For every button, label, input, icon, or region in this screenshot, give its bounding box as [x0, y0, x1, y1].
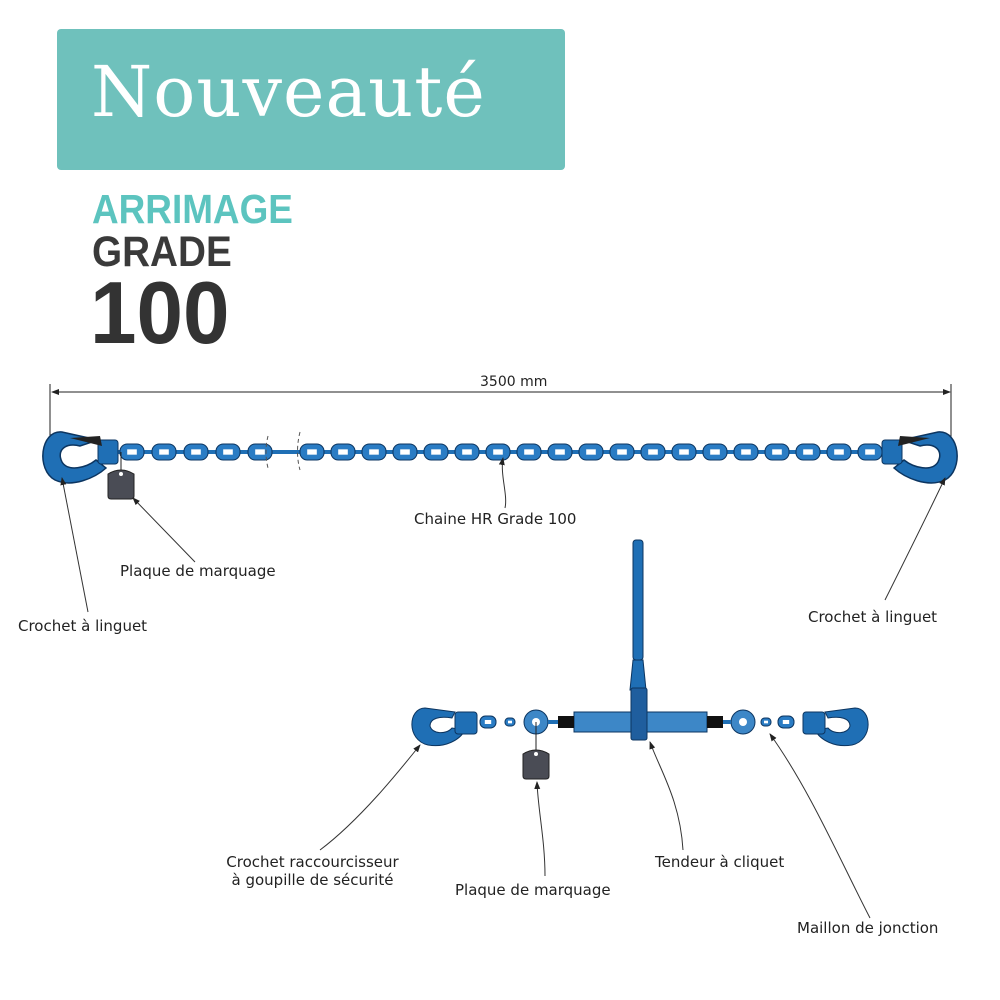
chain-break-mark	[265, 431, 301, 471]
heading-arrimage: ARRIMAGE	[92, 186, 293, 232]
chain-link-hole	[493, 449, 503, 455]
chain-link-hole	[127, 449, 137, 455]
chain-link-hole	[764, 720, 768, 724]
label-hook-right: Crochet à linguet	[808, 608, 938, 626]
marking-plate-top	[107, 452, 135, 500]
label-plate-bottom: Plaque de marquage	[455, 881, 611, 899]
heading-grade: GRADE	[92, 228, 232, 276]
ratchet-binder-assembly	[411, 539, 869, 780]
label-ratchet: Tendeur à cliquet	[655, 853, 785, 871]
chain-link-hole	[191, 449, 201, 455]
label-hook-left: Crochet à linguet	[18, 617, 148, 635]
new-product-banner: Nouveauté	[57, 29, 565, 170]
heading-100: 100	[90, 263, 230, 362]
label-chain: Chaine HR Grade 100	[414, 510, 577, 528]
label-shortening-hook: Crochet raccourcisseur à goupille de séc…	[215, 853, 410, 889]
chain-link-hole	[865, 449, 875, 455]
chain-link-hole	[679, 449, 689, 455]
chain-link-hole	[741, 449, 751, 455]
chain-grade-100	[118, 443, 890, 461]
leader-lines	[60, 457, 946, 919]
banner-title: Nouveauté	[91, 51, 486, 133]
chain-link-hole	[223, 449, 233, 455]
chain-link-hole	[159, 449, 169, 455]
label-connector: Maillon de jonction	[797, 919, 939, 937]
chain-link-hole	[524, 449, 534, 455]
chain-link-hole	[431, 449, 441, 455]
chain-link-hole	[586, 449, 596, 455]
label-plate-top: Plaque de marquage	[120, 562, 276, 580]
chain-link-hole	[508, 720, 512, 724]
chain-link-hole	[617, 449, 627, 455]
chain-link-hole	[834, 449, 844, 455]
chain-link-hole	[400, 449, 410, 455]
label-shortening-hook-line2: à goupille de sécurité	[231, 871, 394, 889]
marking-plate-bottom	[522, 749, 550, 780]
chain-link-hole	[462, 449, 472, 455]
chain-link-hole	[648, 449, 658, 455]
latch-hook-left	[42, 431, 119, 484]
ratchet-handle	[632, 539, 644, 661]
chain-link-hole	[338, 449, 348, 455]
chain-link-hole	[710, 449, 720, 455]
latch-hook-right	[881, 431, 958, 484]
chain-link-hole	[484, 720, 492, 724]
chain-link-hole	[555, 449, 565, 455]
chain-link-hole	[255, 449, 265, 455]
label-shortening-hook-line1: Crochet raccourcisseur	[226, 853, 399, 871]
chain-link-hole	[782, 720, 790, 724]
dimension-label: 3500 mm	[480, 374, 548, 390]
chain-link-hole	[772, 449, 782, 455]
chain-link-hole	[307, 449, 317, 455]
chain-link-hole	[369, 449, 379, 455]
dimension-line	[49, 384, 952, 440]
chain-link-hole	[803, 449, 813, 455]
